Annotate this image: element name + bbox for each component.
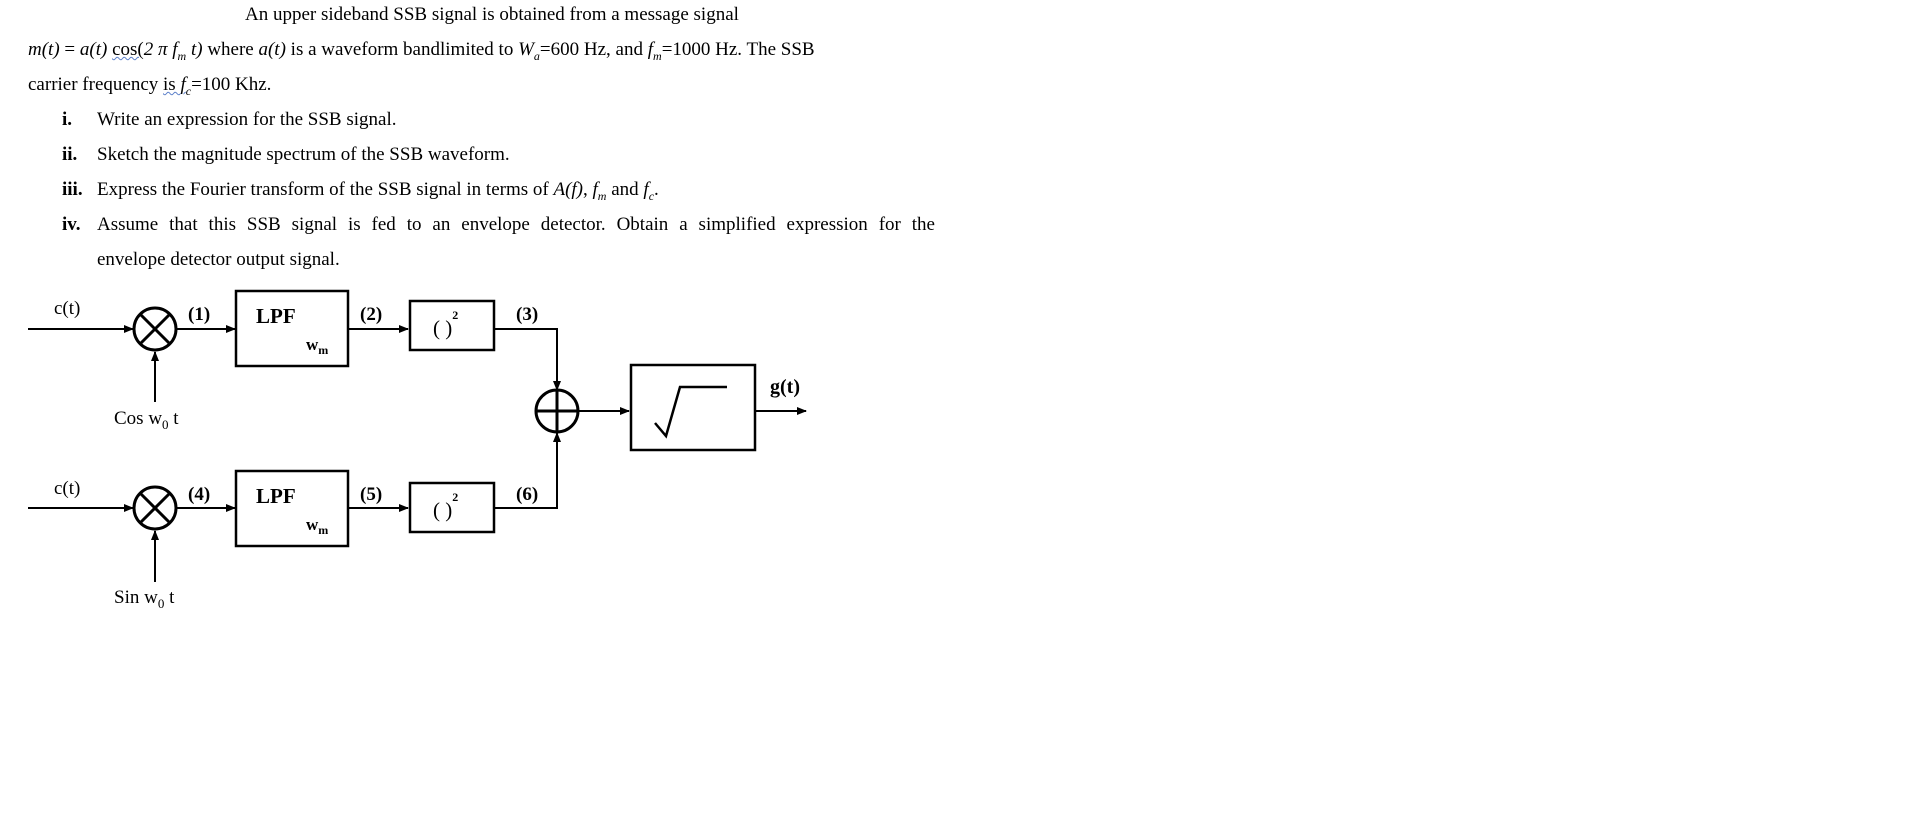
squarer-block-top [408,299,496,352]
node-label-5: (5) [360,484,382,505]
fc-value: =100 Khz. [191,74,272,95]
node-label-3: (3) [516,304,538,325]
equals-sign: = [59,39,80,60]
lpf-block-top [234,289,350,368]
fc-symbol: fc [180,74,192,98]
item-text: Sketch the magnitude spectrum of the SSB… [97,144,510,165]
lpf-block-bottom [234,469,350,548]
lpf-label-top: LPF [256,304,296,328]
lpf-bandwidth-top: wm [306,335,328,357]
node-label-1: (1) [188,304,210,325]
item-text: Express the Fourier transform of the SSB… [97,179,659,203]
Wa-value: =600 Hz, and [539,39,648,60]
question-item-4-continuation: envelope detector output signal. [97,249,340,270]
a-of-t-2: a(t) [258,39,286,60]
a-of-t: a(t) [79,39,108,60]
item-number: i. [62,109,73,130]
squarer-block-bottom [408,481,496,534]
cos-argument: 2 π fm t) [143,39,203,63]
problem-line-3: carrier frequency is fc=100 Khz. [28,73,271,103]
item-text: Assume that this SSB signal is fed to an… [97,214,935,235]
adder-icon [534,388,580,434]
square-root-icon [654,385,727,439]
sqrt-block [629,363,757,452]
oscillator-label-top: Cos w0 t [114,408,179,432]
cos-function: cos( [112,39,144,60]
node-label-6: (6) [516,484,538,505]
squarer-label-top: ( )2 [433,308,458,340]
item-number: iv. [62,214,81,235]
Wa-symbol: Wa [518,39,540,63]
carrier-text: carrier frequency [28,74,164,95]
output-label: g(t) [770,376,800,398]
multiplier-top-icon [132,306,178,352]
lpf-label-bottom: LPF [256,484,296,508]
item-number: ii. [62,144,78,165]
fm-value: =1000 Hz. The SSB [661,39,815,60]
oscillator-label-bottom: Sin w0 t [114,587,175,611]
is-word: is [163,74,181,95]
arrow-to-adder-top [495,328,561,391]
bandlimited-text: is a waveform bandlimited to [285,39,519,60]
squarer-label-bottom: ( )2 [433,490,458,522]
arrow-to-adder-bottom [495,432,561,509]
input-label-bottom: c(t) [54,478,80,499]
problem-line-2: m(t) = a(t) cos(2 π fm t) where a(t) is … [28,38,815,68]
item-text: Write an expression for the SSB signal. [97,109,397,130]
lpf-bandwidth-bottom: wm [306,515,328,537]
multiplier-bottom-icon [132,485,178,531]
input-label-top: c(t) [54,298,80,319]
node-label-4: (4) [188,484,210,505]
node-label-2: (2) [360,304,382,325]
m-of-t: m(t) [28,39,60,60]
problem-intro: An upper sideband SSB signal is obtained… [245,4,739,25]
fm-symbol: fm [647,39,662,63]
where-text: where [202,39,259,60]
item-number: iii. [62,179,83,200]
